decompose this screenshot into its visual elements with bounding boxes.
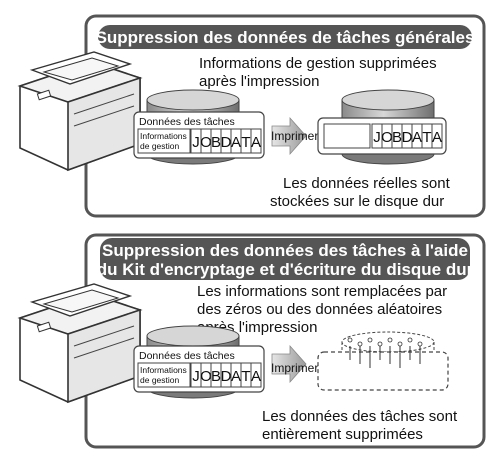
job-data-card: Données des tâches Informations de gesti… <box>133 345 265 393</box>
cleared-management-box <box>323 123 371 149</box>
job-letter: T <box>241 368 250 385</box>
job-letter-cell <box>250 128 262 154</box>
job-letter: A <box>251 368 261 385</box>
job-letter: J <box>192 368 200 385</box>
printer-icon <box>17 283 143 404</box>
note-bottom-line-1: Les données des tâches sont <box>262 408 458 425</box>
section-title-line-1: Suppression des données des tâches à l'a… <box>102 241 468 260</box>
note-bottom-line-2: stockées sur le disque dur <box>270 193 444 210</box>
job-letter: D <box>402 129 413 146</box>
note-top-line-2: des zéros ou des données aléatoires <box>197 301 442 318</box>
printer-icon <box>17 51 143 172</box>
job-data-title: Données des tâches <box>139 350 235 362</box>
overwrite-dot <box>367 337 373 343</box>
job-letter-cell <box>431 123 443 149</box>
job-letter: A <box>251 134 261 151</box>
note-bottom-line-2: entièrement supprimées <box>262 426 423 443</box>
job-letter: B <box>211 368 221 385</box>
overwrite-dot <box>417 341 423 347</box>
section-general-deletion: Suppression des données de tâches généra… <box>17 14 486 218</box>
print-arrow <box>271 344 307 384</box>
job-letter: J <box>373 129 381 146</box>
overwrite-dot <box>407 337 413 343</box>
job-letter: O <box>381 129 393 146</box>
wiped-data-area <box>317 351 449 391</box>
overwrite-dot <box>397 341 403 347</box>
section-title: Suppression des données de tâches généra… <box>96 28 475 47</box>
overwrite-dot <box>387 337 393 343</box>
section-title-band <box>100 238 470 280</box>
hdd-cylinder-wiped <box>317 331 449 391</box>
management-info-label-2: de gestion <box>140 141 179 151</box>
overwrite-zero-marks <box>347 337 423 368</box>
overwrite-dot <box>377 341 383 347</box>
print-arrow-label: Imprimer <box>271 361 318 375</box>
note-bottom-line-1: Les données réelles sont <box>283 175 451 192</box>
print-arrow <box>271 116 307 156</box>
note-top-line-1: Informations de gestion supprimées <box>199 55 437 72</box>
job-letter: A <box>432 129 442 146</box>
job-letter: D <box>221 368 232 385</box>
management-info-label-1: Informations <box>140 131 187 141</box>
job-letter: A <box>231 368 241 385</box>
section-encrypted-deletion: Suppression des données des tâches à l'a… <box>17 233 486 449</box>
job-letter-cell <box>250 362 262 388</box>
job-letter: T <box>422 129 431 146</box>
overwrite-dot <box>347 337 353 343</box>
section-title-line-2: du Kit d'encryptage et d'écriture du dis… <box>97 260 474 279</box>
job-letter: O <box>200 134 212 151</box>
job-letter: O <box>200 368 212 385</box>
management-info-label-1: Informations <box>140 365 187 375</box>
job-letter: J <box>192 134 200 151</box>
job-letter: B <box>392 129 402 146</box>
management-info-box <box>137 362 191 388</box>
job-letter: D <box>221 134 232 151</box>
job-letter: A <box>412 129 422 146</box>
management-info-label-2: de gestion <box>140 375 179 385</box>
note-top-line-2: après l'impression <box>199 73 319 90</box>
print-arrow-label: Imprimer <box>271 129 318 143</box>
job-data-title: Données des tâches <box>139 116 235 128</box>
management-info-box <box>137 128 191 154</box>
job-data-card: Données des tâches Informations de gesti… <box>133 111 265 159</box>
job-letter: B <box>211 134 221 151</box>
job-letter: A <box>231 134 241 151</box>
section-title-band <box>98 25 472 49</box>
job-letter: T <box>241 134 250 151</box>
note-top-line-1: Les informations sont remplacées par <box>197 283 447 300</box>
overwrite-dot <box>357 341 363 347</box>
